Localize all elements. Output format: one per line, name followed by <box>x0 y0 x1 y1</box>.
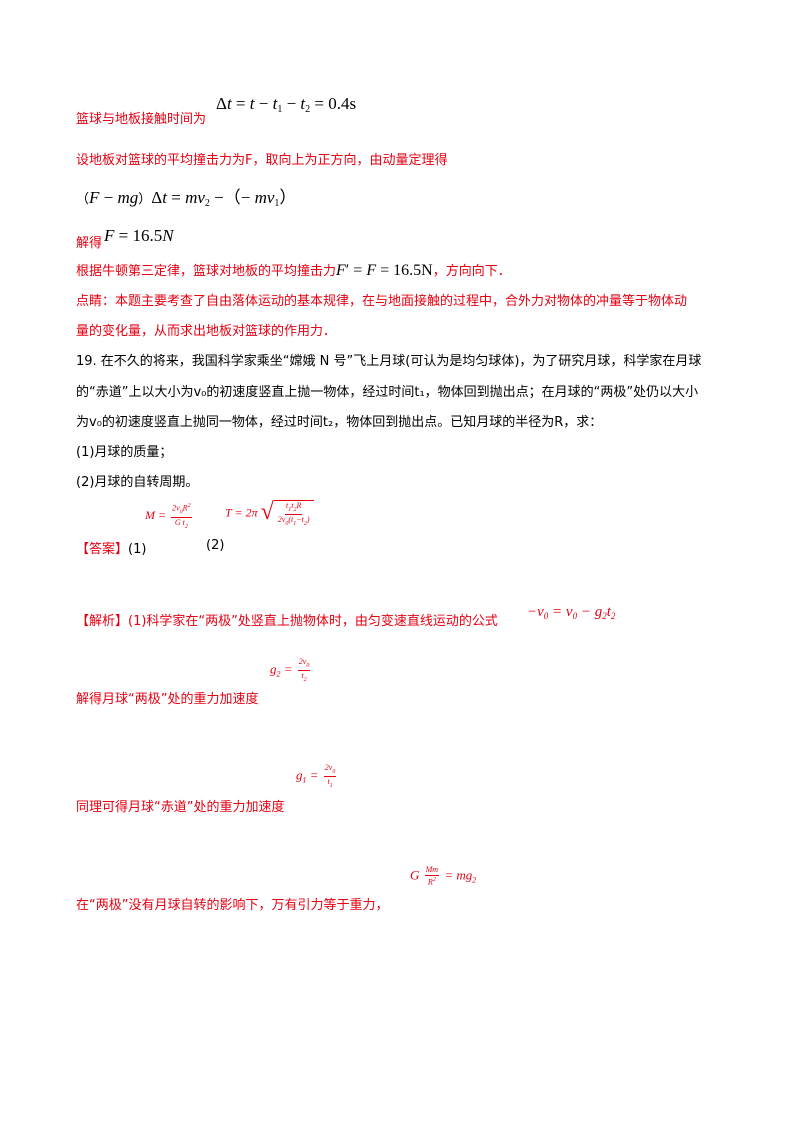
answer-line: 【答案】(1) <box>76 538 146 557</box>
third-law-text: 根据牛顿第三定律，篮球对地板的平均撞击力F′ = F = 16.5N，方向向下． <box>76 260 511 280</box>
answer-number-1: (1) <box>128 542 147 557</box>
analysis-text: (1)科学家在“两极”处竖直上抛物体时，由匀变速直线运动的公式 <box>128 614 498 629</box>
force-result: F = 16.5N <box>104 226 174 245</box>
momentum-equation: （F − mg）Δt = mv2 −（− mv1） <box>76 188 297 209</box>
question-19-line-3: 为v₀的初速度竖直上抛同一物体，经过时间t₂，物体回到抛出点。已知月球的半径为R… <box>76 415 603 430</box>
analysis-line: 【解析】(1)科学家在“两极”处竖直上抛物体时，由匀变速直线运动的公式 <box>76 610 498 629</box>
gravitation-text: 在“两极”没有月球自转的影响下，万有引力等于重力， <box>76 898 389 913</box>
momentum-setup-text: 设地板对篮球的平均撞击力为F，取向上为正方向，由动量定理得 <box>76 153 448 168</box>
third-law-after: ，方向向下． <box>432 264 511 279</box>
comment-line-2: 量的变化量，从而求出地板对篮球的作用力． <box>76 324 337 339</box>
contact-time-equation: Δt = t − t1 − t2 = 0.4s <box>216 94 357 115</box>
analysis-tag: 【解析】 <box>76 614 129 629</box>
question-19-part-1: (1)月球的质量； <box>76 445 173 460</box>
paren-open: （ <box>76 192 90 207</box>
question-19-line-2: 的“赤道”上以大小为v₀的初速度竖直上抛一物体，经过时间t₁，物体回到抛出点；在… <box>76 385 699 400</box>
question-19-part-2: (2)月球的自转周期。 <box>76 475 199 490</box>
paren-close: ） <box>138 192 152 207</box>
contact-time-label: 篮球与地板接触时间为 <box>76 112 207 127</box>
third-law-equation: F′ = F = 16.5N <box>336 262 433 279</box>
answer-number-2: (2) <box>206 538 225 553</box>
third-law-before: 根据牛顿第三定律，篮球对地板的平均撞击力 <box>76 264 337 279</box>
solve-label: 解得 <box>76 236 103 251</box>
kinematic-equation: −v0 = v0 − g2t2 <box>527 604 616 621</box>
comment-line-1: 点睛：本题主要考查了自由落体运动的基本规律，在与地面接触的过程中，合外力对物体的… <box>76 294 688 309</box>
g1-text: 同理可得月球“赤道”处的重力加速度 <box>76 800 285 815</box>
g2-text: 解得月球“两极”处的重力加速度 <box>76 692 259 707</box>
question-19-line-1: 19. 在不久的将来，我国科学家乘坐“嫦娥 N 号”飞上月球(可认为是均匀球体)… <box>76 354 702 369</box>
answer-tag: 【答案】 <box>76 542 129 557</box>
